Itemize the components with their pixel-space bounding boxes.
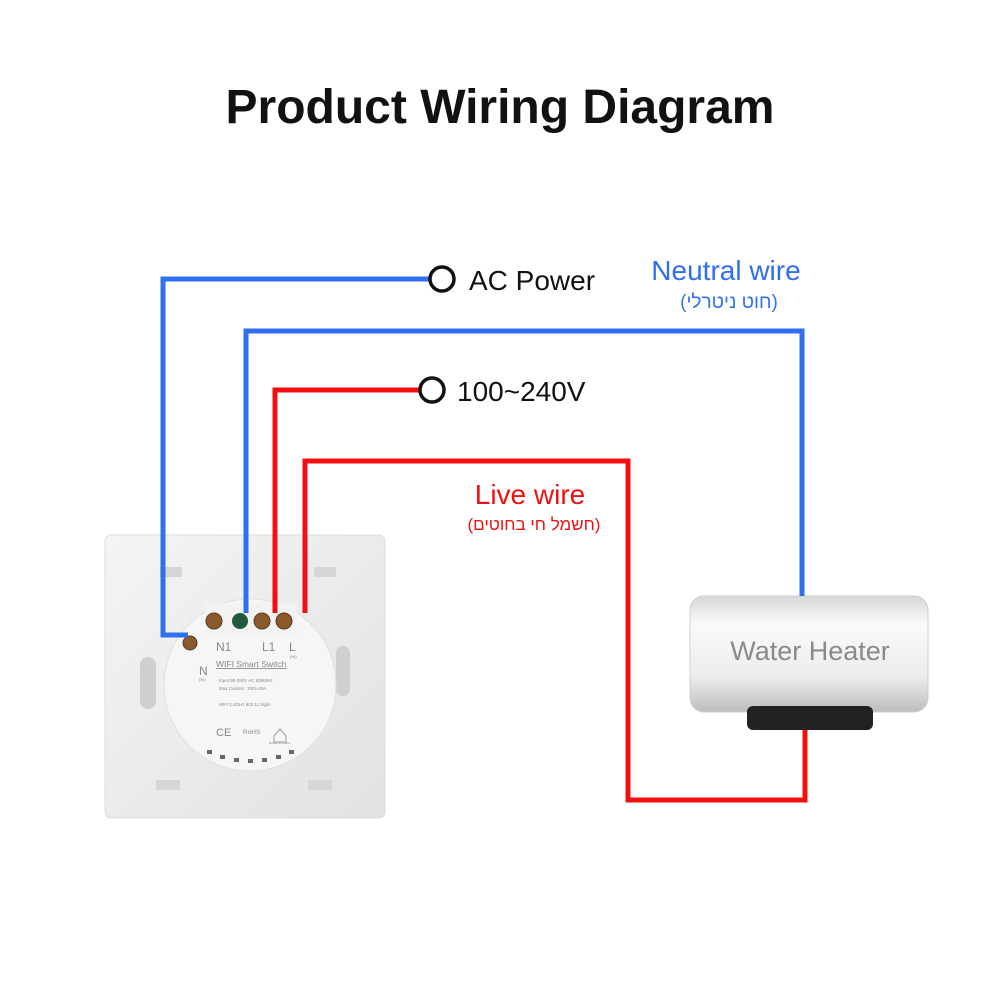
terminal-screw-n [182, 635, 198, 651]
label-n1: N1 [216, 640, 232, 654]
switch-max-current: Max Current : RES-40A [219, 686, 266, 691]
rohs-mark: RoHS [243, 729, 261, 736]
heater-label: Water Heater [730, 636, 890, 666]
neutral-wire-load [243, 328, 805, 613]
neutral-wire-label: Neutral wire [651, 255, 800, 286]
ac-power-terminal [428, 265, 456, 293]
voltage-label: 100~240V [457, 376, 586, 407]
smart-switch: N1 L1 L (IN) N (IN) WIFI Smart Switch In… [104, 534, 386, 819]
terminal-screw-l1 [253, 612, 271, 630]
live-wire-input [272, 387, 420, 613]
neutral-wire-hebrew: (חוט ניטרלי) [680, 292, 778, 313]
switch-wifi: WiFi:2.4GHz 802.11 b/g/n [219, 702, 271, 707]
made-in: MADE IN CHINA [269, 741, 290, 745]
terminal-screw-l [275, 612, 293, 630]
page-title: Product Wiring Diagram [226, 81, 775, 134]
label-l1: L1 [262, 640, 276, 654]
switch-input: Input:90-250V AC 50/60Hz [219, 678, 273, 683]
live-wire-load [302, 458, 808, 803]
label-l: L [289, 640, 296, 654]
indicator-led [232, 613, 248, 629]
live-wire-label: Live wire [475, 479, 585, 510]
ce-mark: CE [216, 727, 231, 739]
ac-power-label: AC Power [469, 265, 595, 296]
switch-model: WIFI Smart Switch [216, 659, 287, 669]
live-wire-hebrew: (חשמל חי בחוטים) [468, 515, 601, 534]
neutral-wire-input [160, 276, 430, 638]
terminal-screw-n1 [205, 612, 223, 630]
label-n-sub: (IN) [199, 677, 206, 682]
water-heater: Water Heater [689, 595, 929, 730]
voltage-terminal [418, 376, 446, 404]
label-n: N [199, 664, 208, 678]
label-l-sub: (IN) [290, 654, 297, 659]
